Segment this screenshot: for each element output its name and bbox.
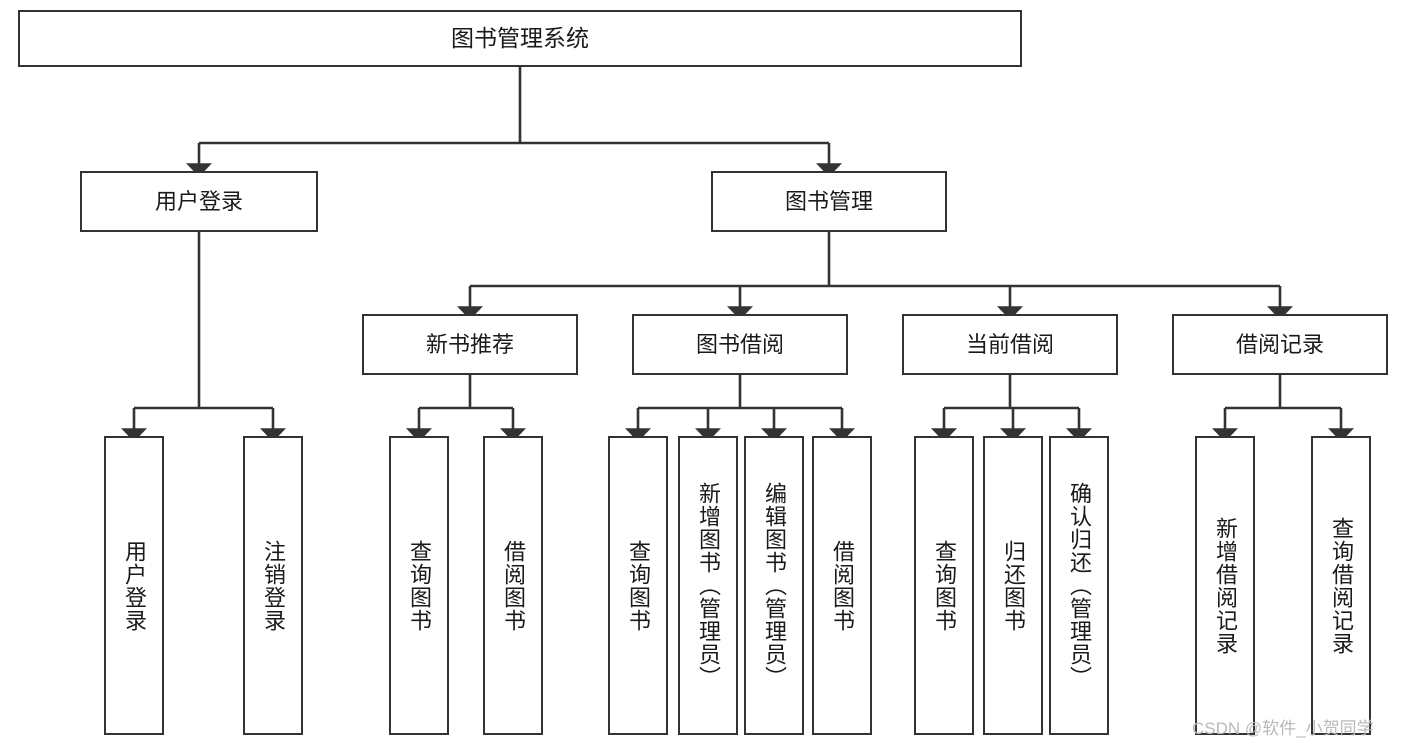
node-label-root: 图书管理系统 [451,25,589,52]
node-label-current-borrow: 当前借阅 [965,331,1054,357]
node-leaf-cb-query-book[interactable]: 查询图书 [914,436,974,735]
node-label-leaf-cb-return-book: 归还图书 [1001,539,1026,632]
node-label-user-login: 用户登录 [154,188,243,214]
node-leaf-bb-borrow-book[interactable]: 借阅图书 [812,436,872,735]
node-label-leaf-user-logout: 注销登录 [261,539,286,632]
node-label-leaf-rec-borrow-book: 借阅图书 [501,539,526,632]
node-book-borrow[interactable]: 图书借阅 [632,314,848,375]
node-borrow-record[interactable]: 借阅记录 [1172,314,1388,375]
node-leaf-br-query-record[interactable]: 查询借阅记录 [1311,436,1371,735]
node-label-leaf-bb-query-book: 查询图书 [626,539,651,632]
node-root[interactable]: 图书管理系统 [18,10,1022,67]
node-label-leaf-br-query-record: 查询借阅记录 [1329,516,1354,655]
node-leaf-user-login[interactable]: 用户登录 [104,436,164,735]
node-label-leaf-cb-query-book: 查询图书 [932,539,957,632]
node-leaf-user-logout[interactable]: 注销登录 [243,436,303,735]
node-label-leaf-user-login: 用户登录 [122,539,147,632]
node-new-book-rec[interactable]: 新书推荐 [362,314,578,375]
node-leaf-br-add-record[interactable]: 新增借阅记录 [1195,436,1255,735]
node-label-book-borrow: 图书借阅 [695,331,784,357]
node-label-new-book-rec: 新书推荐 [425,331,514,357]
node-label-leaf-cb-confirm-return: 确认归还（管理员） [1067,482,1092,689]
node-current-borrow[interactable]: 当前借阅 [902,314,1118,375]
node-label-leaf-rec-query-book: 查询图书 [407,539,432,632]
node-label-book-manage: 图书管理 [784,188,873,214]
node-book-manage[interactable]: 图书管理 [711,171,947,232]
node-leaf-bb-add-book[interactable]: 新增图书（管理员） [678,436,738,735]
node-leaf-bb-edit-book[interactable]: 编辑图书（管理员） [744,436,804,735]
node-label-borrow-record: 借阅记录 [1235,331,1324,357]
node-label-leaf-bb-edit-book: 编辑图书（管理员） [762,482,787,689]
node-label-leaf-bb-borrow-book: 借阅图书 [830,539,855,632]
node-leaf-cb-confirm-return[interactable]: 确认归还（管理员） [1049,436,1109,735]
node-leaf-rec-borrow-book[interactable]: 借阅图书 [483,436,543,735]
node-label-leaf-bb-add-book: 新增图书（管理员） [696,482,721,689]
node-user-login[interactable]: 用户登录 [80,171,318,232]
node-leaf-bb-query-book[interactable]: 查询图书 [608,436,668,735]
node-label-leaf-br-add-record: 新增借阅记录 [1213,516,1238,655]
node-leaf-cb-return-book[interactable]: 归还图书 [983,436,1043,735]
node-leaf-rec-query-book[interactable]: 查询图书 [389,436,449,735]
